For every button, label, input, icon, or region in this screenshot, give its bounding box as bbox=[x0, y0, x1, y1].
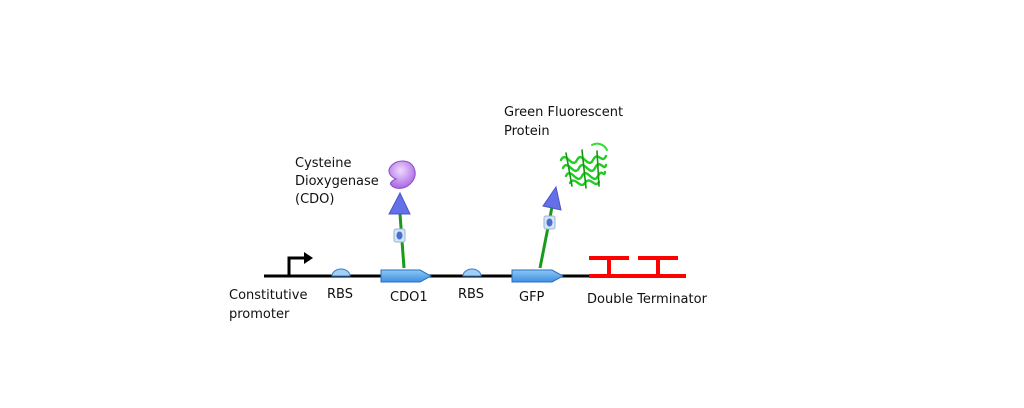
rbs-1-label: RBS bbox=[327, 287, 353, 302]
gfp-protein-icon bbox=[559, 142, 608, 189]
cdo-product-label-line3: (CDO) bbox=[295, 192, 334, 207]
ribosome-badge-icon bbox=[393, 228, 406, 243]
cds-gfp-icon bbox=[511, 269, 565, 283]
gfp-product-label-line2: Protein bbox=[504, 124, 550, 139]
promoter-label-line2: promoter bbox=[229, 307, 290, 322]
cds-cdo1-label: CDO1 bbox=[390, 290, 428, 305]
promoter-label-line1: Constitutive bbox=[229, 288, 308, 303]
cds-cdo1-icon bbox=[380, 269, 433, 283]
terminator-label: Double Terminator bbox=[587, 292, 708, 307]
promoter-icon bbox=[287, 252, 313, 276]
terminator-1-icon bbox=[589, 256, 630, 278]
rbs-2-label: RBS bbox=[458, 287, 484, 302]
cdo-product-label-line1: Cysteine bbox=[295, 156, 352, 171]
cdo-protein-icon bbox=[388, 160, 416, 189]
gfp-product-label-line1: Green Fluorescent bbox=[504, 105, 623, 120]
rbs-2-icon bbox=[462, 268, 482, 277]
ribosome-badge-icon bbox=[543, 215, 556, 230]
terminator-2-icon bbox=[630, 256, 686, 278]
cds-gfp-label: GFP bbox=[519, 290, 545, 305]
rbs-1-icon bbox=[331, 268, 351, 277]
cdo-product-label-line2: Dioxygenase bbox=[295, 174, 379, 189]
